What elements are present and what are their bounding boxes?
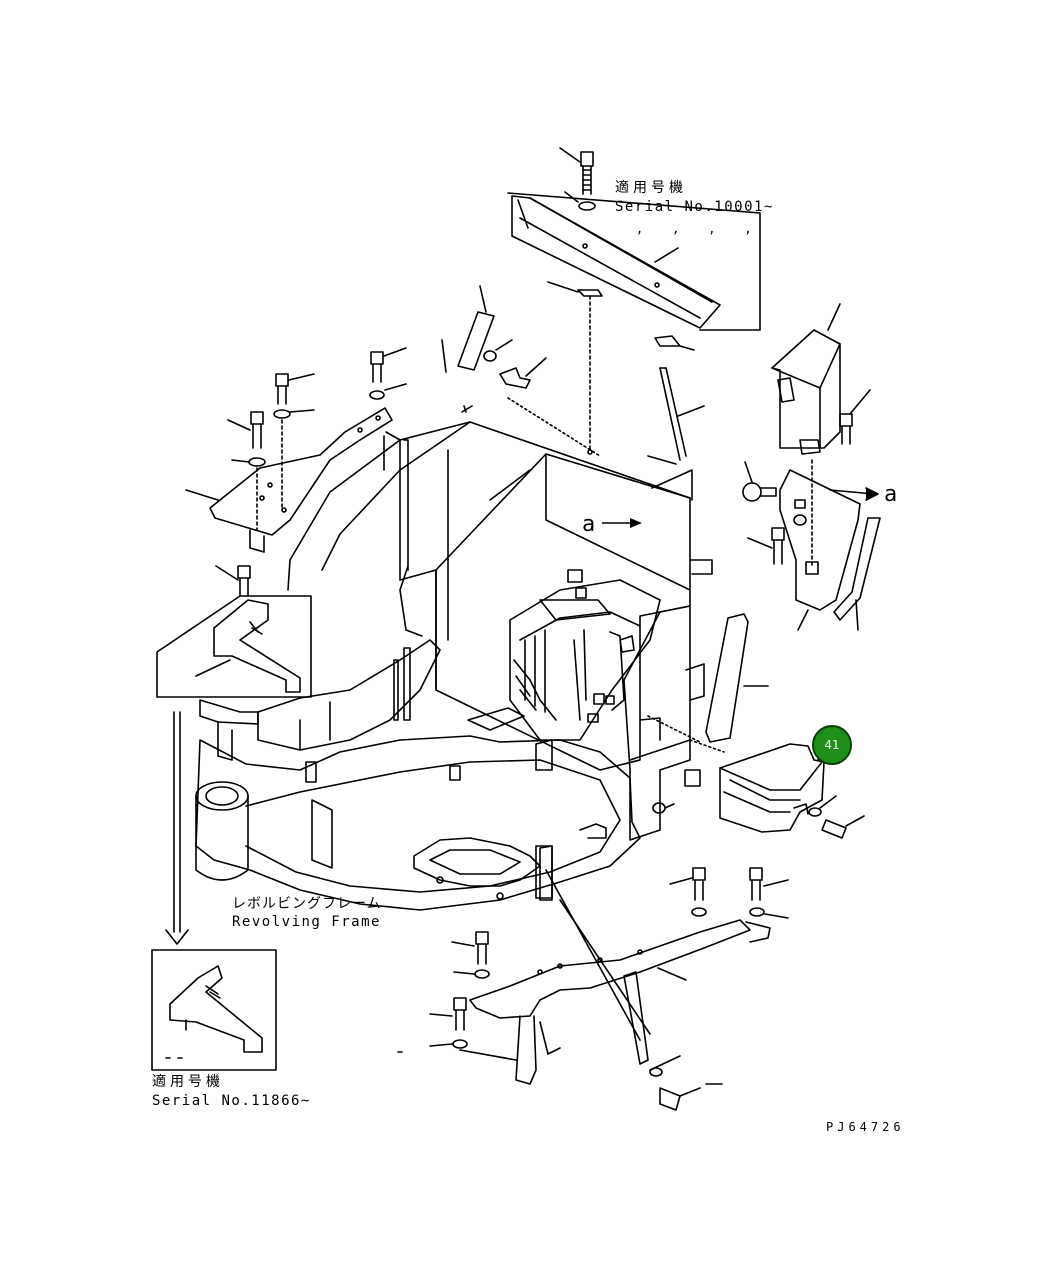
top-cross-bar xyxy=(507,192,761,331)
right-bracket-plate xyxy=(742,459,879,631)
view-ref-a-right: a xyxy=(884,482,898,507)
drawing-code: PJ64726 xyxy=(826,1120,905,1134)
step-cover-41 xyxy=(719,743,865,839)
serial-top-en: Serial No.10001~ xyxy=(615,199,774,215)
serial-bottom-en: Serial No.11866~ xyxy=(152,1093,311,1109)
top-bolt xyxy=(559,147,596,211)
down-arrow xyxy=(165,711,189,945)
arrow-to-a-center xyxy=(602,518,642,528)
left-upper-bolts xyxy=(227,347,407,531)
frame-connector-line xyxy=(647,715,725,753)
serial-bottom-jp: 適用号機 xyxy=(152,1074,224,1090)
frame-label-en: Revolving Frame xyxy=(232,914,381,930)
plate-clips xyxy=(547,281,695,351)
grab-handle xyxy=(441,285,601,457)
battery-cover xyxy=(771,303,871,455)
serial-top-jp: 適用号機 xyxy=(615,180,687,196)
damper-strip xyxy=(705,613,769,743)
part-callout-badge[interactable]: 41 xyxy=(812,725,852,765)
lower-left-detail-box xyxy=(151,949,277,1071)
rear-hardware xyxy=(461,367,705,501)
left-detail-box xyxy=(156,565,312,698)
under-cover-bracket xyxy=(469,845,771,1085)
rubber-seal xyxy=(833,517,881,631)
view-ref-a-center: a xyxy=(582,512,596,537)
revolving-frame xyxy=(195,421,713,911)
frame-label-jp: レボルビングフレーム xyxy=(232,896,382,912)
tick-marks-top: , , , , xyxy=(636,222,752,236)
lower-bolts xyxy=(397,867,789,1111)
left-upper-bracket xyxy=(185,407,393,553)
